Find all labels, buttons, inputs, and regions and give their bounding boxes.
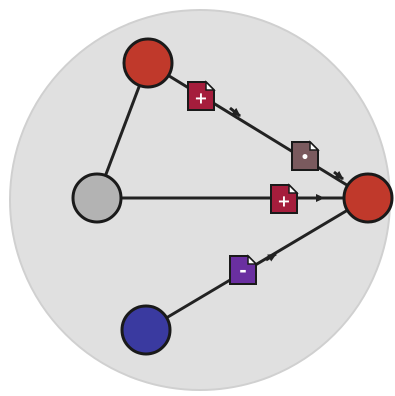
document-symbol: - [239,261,246,282]
document-minus-icon: - [229,254,258,285]
node-top-red [122,37,174,89]
node-left-gray [71,172,123,224]
arrow-top-segment-1 [229,106,241,118]
arrow-bottom-segment [265,252,277,262]
background-disc [9,9,391,391]
document-symbol: • [301,150,310,166]
node-right-red [342,172,394,224]
document-symbol: + [277,192,290,211]
arrow-top-segment-2 [333,170,344,181]
document-symbol: + [194,89,207,108]
edge-top-to-right [147,61,369,200]
document-plus-icon: + [270,183,299,214]
document-plus-icon: + [187,80,216,111]
node-bottom-blue [120,304,172,356]
document-dot-icon: • [291,140,320,171]
